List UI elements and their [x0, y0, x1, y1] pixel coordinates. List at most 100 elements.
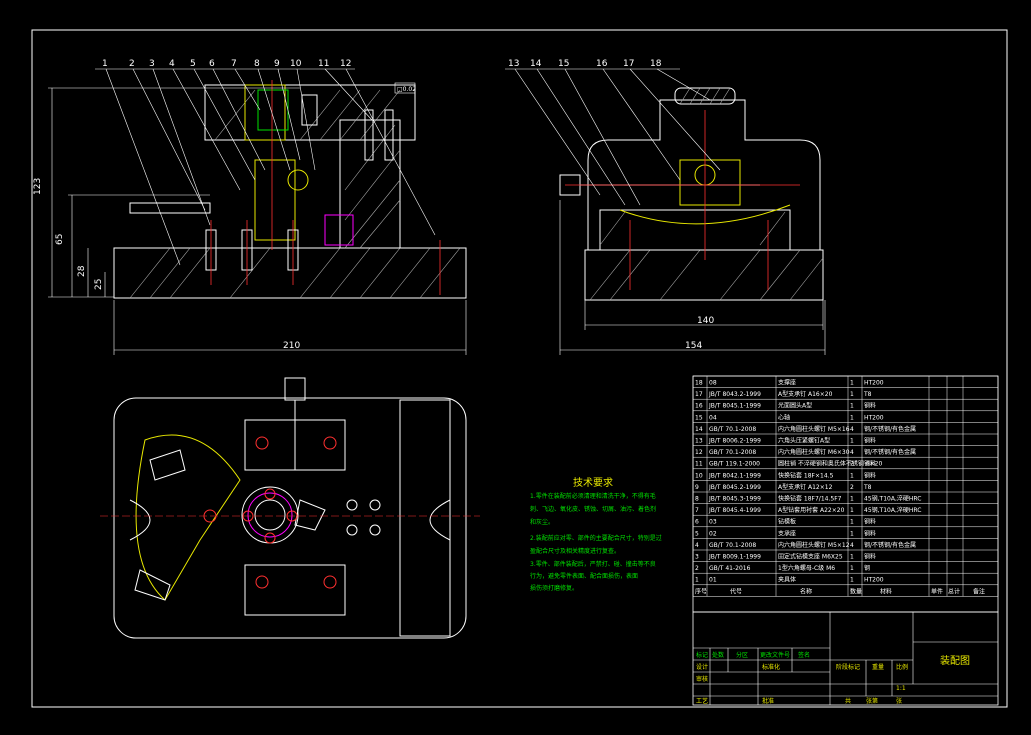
- callout-1: 1: [102, 59, 108, 69]
- dim-65: 65: [55, 234, 65, 245]
- callout-7: 7: [231, 59, 237, 69]
- tech-title: 技术要求: [573, 476, 613, 489]
- tb-biaoji: 标记: [696, 651, 708, 659]
- tb-jieduan: 阶段标记: [836, 663, 860, 671]
- bom-header-7: 备注: [973, 587, 985, 595]
- bom-row-6-code: 03: [709, 519, 717, 526]
- bom-row-9-name: A型支承钉 A12×12: [778, 483, 833, 491]
- bom-row-17-mat: T8: [863, 391, 872, 398]
- bom-header-6: 总计: [948, 587, 960, 595]
- bom-header-2: 名称: [800, 587, 812, 595]
- bom-row-3-num: 3: [695, 554, 699, 561]
- bom-row-5-num: 5: [695, 530, 699, 537]
- title-block: 标记 处数 分区 更改文件号 签名 设计 标准化 审核 工艺 批准 阶段标记 重…: [692, 611, 999, 706]
- tech-line-1: 1.零件在装配前必须清理和清洗干净，不得有毛: [530, 492, 656, 500]
- front-callouts: 1 2 3 4 5 6 7 8 9 10 11 12: [102, 59, 351, 69]
- bom-row-13-code: JB/T 8006.2-1999: [708, 438, 761, 445]
- tb-bili: 比例: [896, 663, 908, 671]
- bom-header-5: 单件: [931, 587, 943, 595]
- bom-row-17-name: A型支承钉 A16×20: [778, 390, 833, 398]
- tb-pizhun: 批准: [762, 697, 774, 705]
- callout-10: 10: [290, 59, 302, 69]
- callout-6: 6: [209, 59, 215, 69]
- tb-chushu: 处数: [712, 651, 724, 659]
- side-callouts: 13 14 15 16 17 18: [508, 59, 662, 69]
- callout-17: 17: [623, 59, 634, 69]
- bom-row-18-mat: HT200: [864, 380, 884, 387]
- tb-scale: 1:1: [896, 685, 906, 692]
- bom-row-4-name: 内六角圆柱头螺钉 M5×12: [778, 541, 850, 549]
- tb-genggai: 更改文件号: [760, 651, 790, 659]
- drawing-title: 装配图: [940, 654, 970, 667]
- callout-14: 14: [530, 59, 542, 69]
- tech-line-3: 和灰尘。: [530, 518, 554, 526]
- tb-zhangdi: 张第: [866, 697, 878, 705]
- dim-123: 123: [33, 178, 43, 195]
- bom-row-7-code: JB/T 8045.4-1999: [708, 507, 761, 514]
- tech-line-4: 2.装配前应对零、部件的主要配合尺寸，特别是过: [530, 534, 662, 542]
- bom-row-3-mat: 钢料: [864, 553, 876, 561]
- bom-row-12-num: 12: [695, 449, 703, 456]
- bom-row-11-name: 圆柱销 不淬硬钢和奥氏体不锈钢 6×20: [778, 460, 882, 468]
- bom-row-16-code: JB/T 8045.1-1999: [708, 403, 761, 410]
- bom-row-5-qty: 1: [850, 530, 854, 537]
- bom-row-13-num: 13: [695, 438, 703, 445]
- tech-line-2: 刺、飞边、氧化皮、锈蚀、切屑、油污、着色剂: [530, 505, 656, 513]
- bom-row-5-code: 02: [709, 530, 717, 537]
- bom-row-8-name: 快换钻套 18F7/14.5F7: [778, 495, 842, 503]
- tb-zhongliang: 重量: [872, 663, 884, 671]
- bom-row-10-qty: 1: [850, 472, 854, 479]
- bom-row-14-name: 内六角圆柱头螺钉 M5×16: [778, 425, 850, 433]
- bom-row-6-qty: 1: [850, 519, 854, 526]
- tb-fenqu: 分区: [736, 651, 748, 659]
- tb-gongyi: 工艺: [696, 697, 708, 705]
- callout-5: 5: [190, 59, 196, 69]
- bom-row-17-num: 17: [695, 391, 703, 398]
- callout-2: 2: [129, 59, 135, 69]
- bom-row-13-mat: 钢料: [864, 437, 876, 445]
- tech-line-5: 盈配合尺寸及相关精度进行复查。: [530, 547, 620, 555]
- bom-row-10-num: 10: [695, 472, 703, 479]
- bom-row-16-name: 光面圆头A型: [778, 402, 812, 410]
- technical-requirements: 技术要求 1.零件在装配前必须清理和清洗干净，不得有毛 刺、飞边、氧化皮、锈蚀、…: [530, 476, 662, 592]
- callout-11: 11: [318, 59, 329, 69]
- bom-row-5-mat: 钢料: [864, 529, 876, 537]
- callout-4: 4: [169, 59, 175, 69]
- bom-row-14-code: GB/T 70.1-2008: [709, 426, 756, 433]
- bom-row-8-qty: 1: [850, 496, 854, 503]
- dim-210: 210: [283, 341, 300, 351]
- drawing-frame: [31, 29, 1008, 708]
- bom-row-12-qty: 4: [850, 449, 854, 456]
- bom-row-9-qty: 2: [850, 484, 854, 491]
- bom-row-12-code: GB/T 70.1-2008: [709, 449, 756, 456]
- bom-row-15-num: 15: [695, 414, 703, 421]
- bom-row-10-code: JB/T 8042.1-1999: [708, 472, 761, 479]
- bom-row-2-qty: 1: [850, 565, 854, 572]
- tolerance-box: □0.02: [397, 86, 416, 93]
- side-view: 13 14 15 16 17 18 140 154: [505, 59, 826, 355]
- tech-line-6: 3.零件、部件装配后，严禁打、碰、撞击等不良: [530, 560, 656, 568]
- callout-15: 15: [558, 59, 569, 69]
- bom-row-8-num: 8: [695, 496, 699, 503]
- bom-row-15-mat: HT200: [864, 414, 884, 421]
- bom-row-11-mat: 钢料: [864, 460, 876, 468]
- tb-gong: 共: [845, 697, 851, 705]
- dim-28: 28: [77, 265, 87, 277]
- bom-row-6-name: 钻模板: [778, 518, 796, 526]
- tb-qianming: 签名: [798, 651, 810, 659]
- tech-line-8: 损伤须打磨修复。: [530, 584, 578, 592]
- bom-row-7-num: 7: [695, 507, 699, 514]
- tb-shenhe: 审核: [696, 675, 708, 683]
- bom-row-18-num: 18: [695, 380, 703, 387]
- bom-row-7-mat: 45钢,T10A,淬硬HRC: [864, 506, 921, 514]
- bom-row-2-code: GB/T 41-2016: [709, 565, 751, 572]
- bom-row-14-qty: 4: [850, 426, 854, 433]
- bom-row-1-num: 1: [695, 577, 699, 584]
- bom-row-2-mat: 钢: [864, 564, 870, 572]
- bom-row-13-name: 六角头压紧螺钉A型: [778, 437, 830, 445]
- bom-header-4: 材料: [880, 587, 892, 595]
- bom-row-9-code: JB/T 8045.2-1999: [708, 484, 761, 491]
- callout-9: 9: [274, 59, 280, 69]
- bom-row-1-qty: 1: [850, 577, 854, 584]
